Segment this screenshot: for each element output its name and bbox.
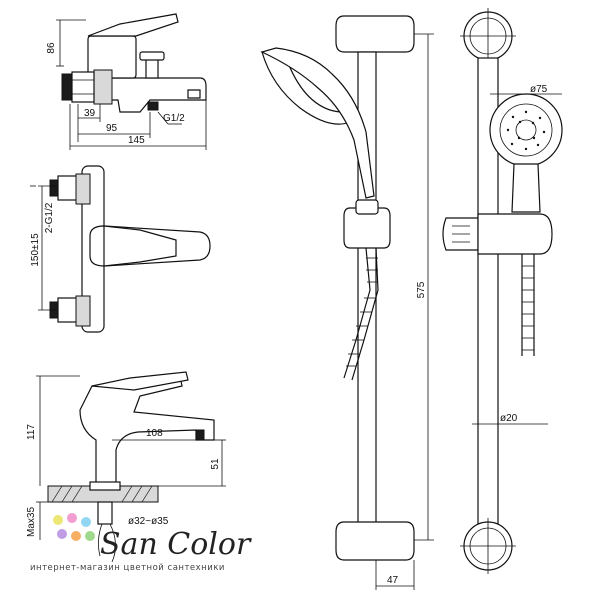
brand-logo (53, 513, 95, 541)
brand-tagline: интернет-магазин цветной сантехники (30, 563, 225, 573)
bath-mixer-side-view (56, 13, 207, 150)
dim-basin-hole: ø32~ø35 (128, 516, 169, 527)
dim-bar-diameter: ø20 (500, 413, 518, 424)
logo-dot-5 (71, 531, 81, 541)
dim-basin-height: 117 (26, 424, 37, 440)
dim-top-spout-offset: 95 (106, 123, 118, 134)
logo-dot-3 (81, 517, 91, 527)
dim-top-pipe-offset: 39 (84, 108, 96, 119)
shower-rail-front-view (442, 8, 563, 574)
dim-rail-depth: 47 (387, 575, 399, 586)
basin-mixer-side-view (36, 371, 226, 563)
logo-dot-2 (67, 513, 77, 523)
spray-nozzle-pattern (506, 110, 546, 151)
dim-basin-spout-height: 51 (210, 458, 221, 470)
dim-front-spacing: 150±15 (30, 233, 41, 267)
shower-rail-side-view (260, 15, 434, 590)
dim-basin-deck: Max35 (26, 507, 37, 537)
logo-dot-4 (57, 529, 67, 539)
dim-top-thread: G1/2 (163, 113, 185, 124)
logo-dot-1 (53, 515, 63, 525)
brand-name: San Color (100, 527, 252, 562)
dim-front-inlets: 2-G1/2 (44, 202, 55, 233)
wall-mixer-front-view (30, 165, 211, 333)
dim-basin-reach: 108 (146, 428, 163, 439)
dim-top-height: 86 (46, 42, 57, 54)
dim-head-diameter: ø75 (530, 84, 548, 95)
dim-rail-length: 575 (416, 281, 427, 298)
logo-dot-6 (85, 531, 95, 541)
dim-top-total-width: 145 (128, 135, 145, 146)
